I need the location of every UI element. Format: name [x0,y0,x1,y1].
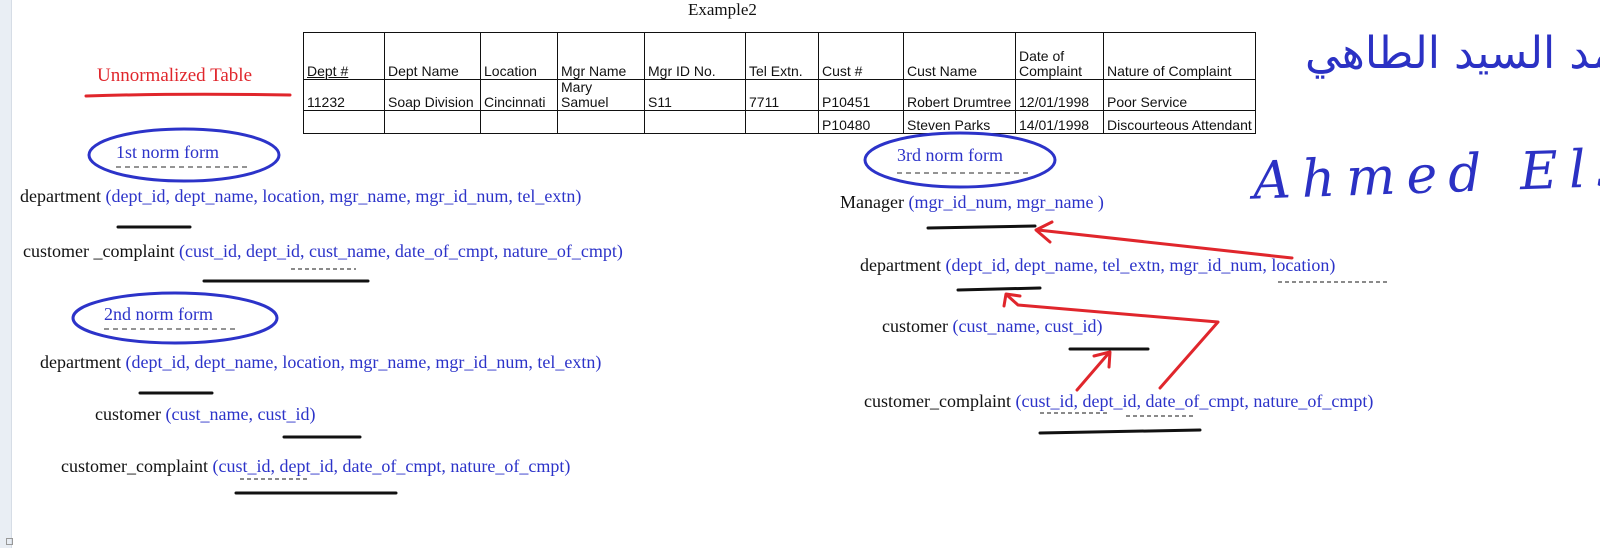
first-nf-ellipse [87,127,281,183]
arabic-signature: أحمد السيد الطاهي [1305,28,1600,79]
table-header-cell: Mgr Name [557,32,645,80]
relation-attributes: (cust_id, dept_id, cust_name, date_of_cm… [178,241,623,261]
table-header-cell: Tel Extn. [745,32,819,80]
relation-name: department [860,255,941,275]
table-header-row: Dept # Dept Name Location Mgr Name Mgr I… [303,32,1256,80]
table-cell: Mary Samuel [557,79,645,111]
first-nf-customer-complaint-relation: customer _complaint (cust_id, dept_id, c… [23,241,623,262]
table-cell [480,110,558,134]
second-nf-customer-relation: customer (cust_name, cust_id) [95,404,315,425]
relation-name: customer _complaint [23,241,175,261]
table-cell: Soap Division [384,79,481,111]
table-header-cell: Mgr ID No. [644,32,746,80]
first-nf-department-relation: department (dept_id, dept_name, location… [20,186,581,207]
fk-arrow-mgr [1036,228,1294,260]
third-nf-customer-relation: customer (cust_name, cust_id) [882,316,1102,337]
resize-grip-icon [6,538,13,545]
table-cell [303,110,385,134]
relation-name: customer [95,404,161,424]
table-cell: Poor Service [1103,79,1256,111]
table-header-cell: Cust # [818,32,904,80]
arrowhead-icon [1002,292,1022,308]
second-nf-department-relation: department (dept_id, dept_name, location… [40,352,601,373]
pk-underline [956,286,1042,292]
unnormalized-table: Dept # Dept Name Location Mgr Name Mgr I… [303,32,1256,134]
relation-attributes: (cust_name, cust_id) [952,316,1103,336]
table-row: P10480 Steven Parks 14/01/1998 Discourte… [303,110,1256,134]
table-cell: Cincinnati [480,79,558,111]
second-norm-form-label: 2nd norm form [104,304,213,324]
third-norm-form-label: 3rd norm form [897,145,1003,165]
table-cell: 12/01/1998 [1015,79,1104,111]
unnormalized-table-label: Unnormalized Table [97,65,253,86]
relation-attributes: (dept_id, dept_name, location, mgr_name,… [105,186,582,206]
table-cell: Robert Drumtree [903,79,1016,111]
table-cell [745,110,819,134]
table-header-cell: Dept # [303,32,385,80]
table-cell: Steven Parks [903,110,1016,134]
third-nf-department-relation: department (dept_id, dept_name, tel_extn… [860,255,1335,276]
left-window-edge [0,0,12,548]
relation-name: department [20,186,101,206]
first-norm-form-label: 1st norm form [116,142,219,162]
third-nf-ellipse [863,131,1057,189]
page-title: Example2 [688,0,757,19]
red-underline [84,92,292,98]
fk-arrow-dept [1006,294,1220,390]
relation-name: customer_complaint [61,456,208,476]
relation-name: customer_complaint [864,391,1011,411]
table-cell: 14/01/1998 [1015,110,1104,134]
third-nf-customer-complaint-relation: customer_complaint (cust_id, dept_id, da… [864,391,1373,412]
second-nf-customer-complaint-relation: customer_complaint (cust_id, dept_id, da… [61,456,570,477]
relation-attributes: (mgr_id_num, mgr_name ) [908,192,1104,212]
second-nf-ellipse [71,291,279,345]
table-cell [384,110,481,134]
table-cell: 11232 [303,79,385,111]
pk-underline [926,224,1037,230]
fk-arrow-cust [1075,352,1110,392]
relation-name: department [40,352,121,372]
table-row: 11232 Soap Division Cincinnati Mary Samu… [303,79,1256,111]
relation-attributes: (dept_id, dept_name, location, mgr_name,… [125,352,602,372]
relation-attributes: (cust_id, dept_id, date_of_cmpt, nature_… [212,456,571,476]
arrowhead-icon [1092,350,1112,369]
table-cell: P10480 [818,110,904,134]
relation-name: Manager [840,192,904,212]
third-nf-manager-relation: Manager (mgr_id_num, mgr_name ) [840,192,1104,213]
relation-attributes: (cust_id, dept_id, date_of_cmpt, nature_… [1015,391,1374,411]
table-cell: Discourteous Attendant [1103,110,1256,134]
table-header-cell: Nature of Complaint [1103,32,1256,80]
relation-name: customer [882,316,948,336]
relation-attributes: (cust_name, cust_id) [165,404,316,424]
pk-underline [1038,428,1202,435]
table-cell: P10451 [818,79,904,111]
relation-attributes: (dept_id, dept_name, tel_extn, mgr_id_nu… [945,255,1336,275]
table-header-cell: Date of Complaint [1015,32,1104,80]
table-header-cell: Location [480,32,558,80]
arrowhead-icon [1034,220,1054,244]
